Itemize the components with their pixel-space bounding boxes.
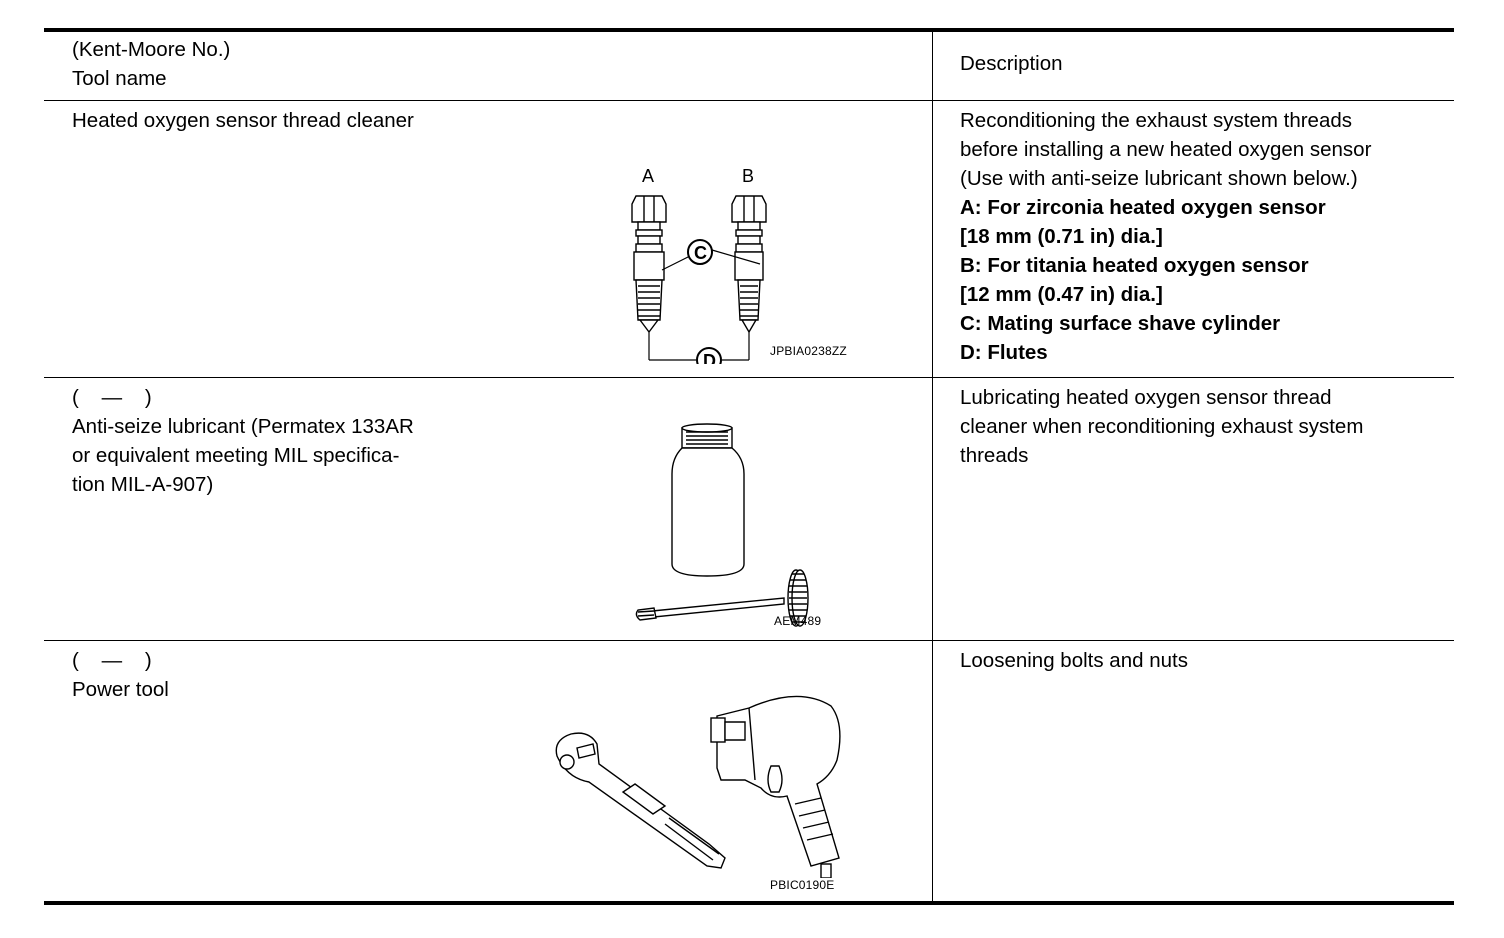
figure-id-label: PBIC0190E bbox=[770, 878, 835, 892]
row2-description: Lubricating heated oxygen sensor thread … bbox=[960, 383, 1363, 470]
row3-tool-column: ( — ) Power tool bbox=[72, 646, 169, 704]
row1-tool-name: Heated oxygen sensor thread cleaner bbox=[72, 109, 414, 132]
header-divider bbox=[44, 100, 1454, 101]
description-line: A: For zirconia heated oxygen sensor bbox=[960, 196, 1326, 219]
row-divider bbox=[44, 377, 1454, 378]
thread-cleaner-figure: C D A B bbox=[614, 164, 874, 373]
row-divider bbox=[44, 640, 1454, 641]
table-bottom-rule bbox=[44, 901, 1454, 905]
header-tool-column: (Kent-Moore No.) Tool name bbox=[72, 35, 230, 93]
description-line: D: Flutes bbox=[960, 341, 1048, 364]
description-line: Reconditioning the exhaust system thread… bbox=[960, 109, 1353, 132]
callout-a-label: A bbox=[642, 166, 654, 186]
anti-seize-figure bbox=[634, 418, 834, 628]
tool-name-line: Power tool bbox=[72, 678, 169, 701]
description-line: C: Mating surface shave cylinder bbox=[960, 312, 1281, 335]
callout-b-label: B bbox=[742, 166, 754, 186]
description-line: B: For titania heated oxygen sensor bbox=[960, 254, 1309, 277]
row1-description: Reconditioning the exhaust system thread… bbox=[960, 106, 1371, 367]
figure-id-label: JPBIA0238ZZ bbox=[770, 344, 847, 358]
description-line: threads bbox=[960, 444, 1029, 467]
description-line: [12 mm (0.47 in) dia.] bbox=[960, 283, 1163, 306]
header-description-label: Description bbox=[960, 52, 1063, 75]
description-line: cleaner when reconditioning exhaust syst… bbox=[960, 415, 1364, 438]
description-line: (Use with anti-seize lubricant shown bel… bbox=[960, 167, 1358, 190]
table-top-rule bbox=[44, 28, 1454, 32]
tool-name-line: or equivalent meeting MIL specifica- bbox=[72, 444, 400, 467]
row2-kent-moore-number: ( — ) bbox=[72, 386, 152, 409]
anti-seize-bottle-illustration bbox=[635, 423, 809, 627]
header-tool-name-label: Tool name bbox=[72, 67, 167, 90]
description-line: [18 mm (0.71 in) dia.] bbox=[960, 225, 1163, 248]
callout-c-circle bbox=[687, 239, 713, 265]
tool-name-line: Anti-seize lubricant (Permatex 133AR bbox=[72, 415, 414, 438]
thread-cleaner-illustration: C D A B bbox=[631, 166, 767, 373]
callout-d-label: D bbox=[703, 351, 716, 364]
description-line: Loosening bolts and nuts bbox=[960, 649, 1188, 672]
power-tool-illustration bbox=[555, 695, 841, 879]
description-line: Lubricating heated oxygen sensor thread bbox=[960, 386, 1332, 409]
callout-c-label: C bbox=[694, 243, 707, 263]
row3-kent-moore-number: ( — ) bbox=[72, 649, 152, 672]
row3-description: Loosening bolts and nuts bbox=[960, 646, 1188, 675]
figure-id-label: AEM489 bbox=[774, 614, 822, 628]
header-kent-moore-label: (Kent-Moore No.) bbox=[72, 38, 231, 61]
tool-name-line: tion MIL-A-907) bbox=[72, 473, 214, 496]
power-tool-figure bbox=[549, 688, 849, 879]
column-divider bbox=[932, 30, 933, 903]
row2-tool-column: ( — ) Anti-seize lubricant (Permatex 133… bbox=[72, 383, 414, 499]
description-line: before installing a new heated oxygen se… bbox=[960, 138, 1372, 161]
